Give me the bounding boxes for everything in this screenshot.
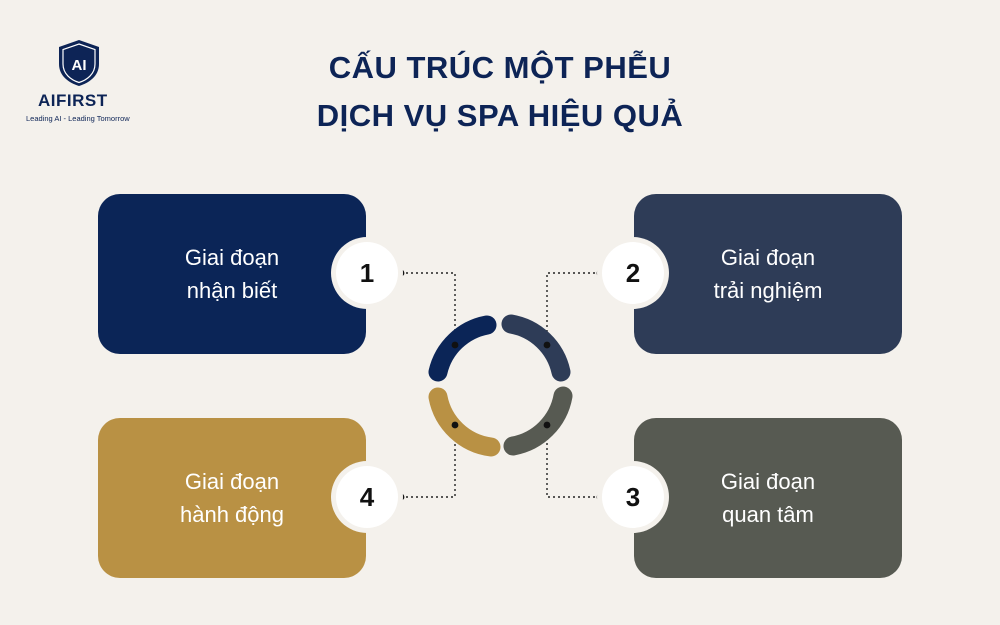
stage-2-line-2: trải nghiệm	[713, 278, 823, 303]
stage-card-4: Giai đoạn hành động	[98, 418, 366, 578]
stage-card-1-text: Giai đoạn nhận biết	[185, 241, 279, 307]
connector-3	[546, 425, 600, 498]
stage-3-line-2: quan tâm	[722, 502, 814, 527]
connector-dot-1b	[451, 341, 459, 349]
logo: AI AIFIRST Leading AI - Leading Tomorrow	[26, 38, 146, 128]
stage-3-line-1: Giai đoạn	[720, 469, 816, 494]
title-line-1: CẤU TRÚC MỘT PHỄU	[328, 50, 672, 85]
stage-4-line-1: Giai đoạn	[184, 469, 280, 494]
stage-number-3: 3	[602, 466, 664, 528]
stage-1-line-1: Giai đoạn	[184, 245, 280, 270]
connector-2	[546, 272, 600, 345]
stage-number-2: 2	[602, 242, 664, 304]
stage-4-line-2: hành động	[180, 502, 284, 527]
stage-card-3: Giai đoạn quan tâm	[634, 418, 902, 578]
stage-card-3-text: Giai đoạn quan tâm	[721, 465, 815, 531]
ring-segment-3	[503, 386, 573, 456]
stage-card-1: Giai đoạn nhận biết	[98, 194, 366, 354]
stage-card-2-text: Giai đoạn trải nghiệm	[714, 241, 823, 307]
page-title: CẤU TRÚC MỘT PHỄU DỊCH VỤ SPA HIỆU QUẢ	[0, 44, 1000, 140]
stage-card-2: Giai đoạn trải nghiệm	[634, 194, 902, 354]
connector-dot-3a	[596, 493, 604, 501]
logo-name: AIFIRST	[38, 91, 108, 110]
ring-segment-1	[428, 315, 497, 382]
title-line-2: DỊCH VỤ SPA HIỆU QUẢ	[316, 98, 684, 133]
connector-dot-3b	[543, 421, 551, 429]
connector-dot-2b	[543, 341, 551, 349]
connector-dot-1a	[397, 269, 405, 277]
connector-dot-4b	[451, 421, 459, 429]
stage-card-4-text: Giai đoạn hành động	[180, 465, 284, 531]
ring-segment-4	[428, 387, 501, 457]
stage-number-4: 4	[336, 466, 398, 528]
connector-1	[401, 272, 456, 345]
logo-mark-text: AI	[72, 57, 87, 74]
stage-1-line-2: nhận biết	[186, 278, 278, 303]
shield-logo-icon: AI	[59, 40, 99, 86]
stage-2-line-1: Giai đoạn	[720, 245, 816, 270]
connector-dot-2a	[596, 269, 604, 277]
stage-number-1: 1	[336, 242, 398, 304]
connector-dot-4a	[397, 493, 405, 501]
ring-segment-2	[501, 314, 571, 382]
connector-4	[401, 425, 456, 498]
logo-tagline: Leading AI - Leading Tomorrow	[26, 114, 130, 123]
